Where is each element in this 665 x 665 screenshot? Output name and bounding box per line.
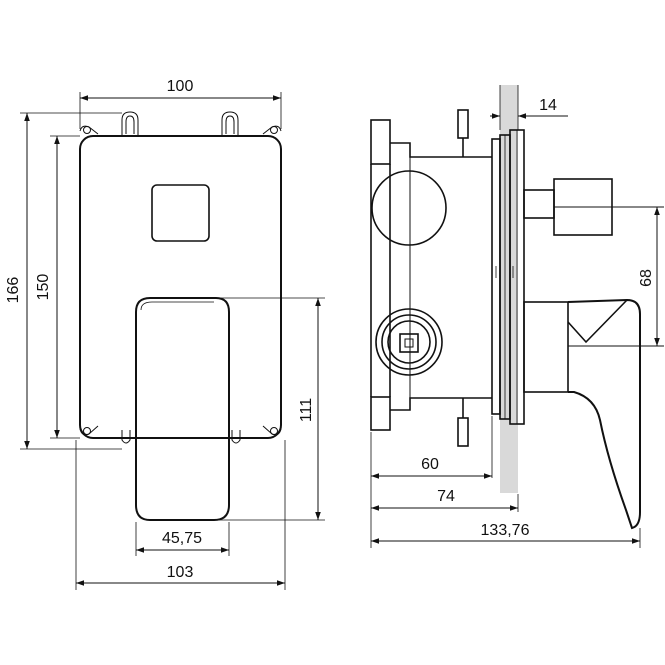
- lever-side: [523, 298, 664, 530]
- dim-label-103: 103: [167, 564, 194, 581]
- dim-front-width-handle: 45,75: [136, 530, 229, 553]
- mixer-box: [370, 109, 525, 447]
- side-view: 14 68 60 74 133,76: [370, 85, 664, 548]
- lever-handle: [135, 297, 230, 521]
- dim-front-height-handle: 111: [298, 298, 321, 520]
- dim-side-wall: 14: [490, 97, 568, 119]
- dim-front-width-total: 103: [76, 564, 285, 586]
- dim-label-45-75: 45,75: [162, 530, 202, 547]
- dim-side-depth-wall: 74: [371, 488, 518, 511]
- diverter-button: [151, 184, 210, 242]
- upper-port: [371, 170, 447, 246]
- side-extension-lines: [370, 85, 641, 548]
- dim-side-depth-box: 60: [371, 456, 492, 479]
- dim-side-offset: 68: [638, 207, 660, 346]
- dim-label-100: 100: [167, 78, 194, 95]
- dim-label-14: 14: [539, 97, 557, 114]
- dim-label-68: 68: [638, 269, 655, 287]
- button-spindle: [523, 178, 664, 236]
- dim-front-height-total: 166: [5, 113, 30, 449]
- valve-cartridge: [375, 308, 443, 376]
- dim-label-111: 111: [298, 398, 315, 422]
- front-view: 100 166 150 111 45,75 103: [5, 78, 325, 590]
- dim-label-74: 74: [437, 488, 455, 505]
- dim-front-height-plate: 150: [35, 136, 60, 438]
- dim-label-150: 150: [35, 274, 52, 301]
- mounting-lugs: [79, 111, 282, 444]
- wall-section: [500, 85, 518, 493]
- dim-label-133-76: 133,76: [481, 522, 530, 539]
- dim-side-depth-total: 133,76: [371, 522, 640, 544]
- dim-label-60: 60: [421, 456, 439, 473]
- cover-plate: [79, 135, 282, 439]
- dim-front-width-plate: 100: [80, 78, 281, 101]
- front-extension-lines: [20, 92, 325, 590]
- dim-label-166: 166: [5, 277, 22, 304]
